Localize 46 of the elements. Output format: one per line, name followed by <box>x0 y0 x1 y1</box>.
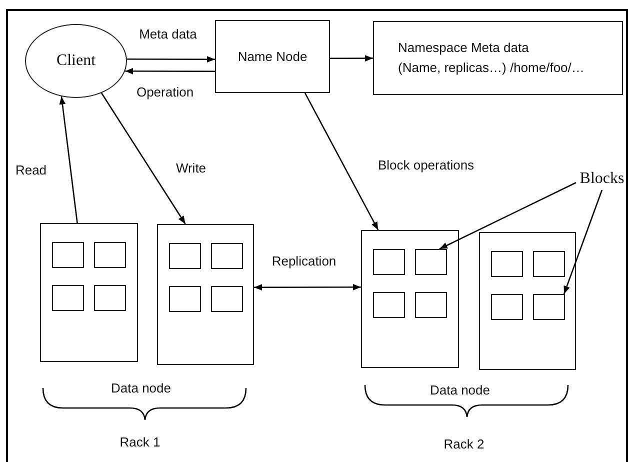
edge-label: Replication <box>270 254 338 268</box>
arrow <box>330 55 373 62</box>
block-square <box>414 292 446 318</box>
block-square <box>94 242 126 268</box>
block-square <box>168 286 200 312</box>
block-square <box>52 284 84 310</box>
arrow <box>254 284 361 291</box>
rack-label: Rack 2 <box>442 436 486 452</box>
edge-label: Block operations <box>376 158 476 172</box>
block-square <box>168 242 200 268</box>
arrow <box>100 92 186 224</box>
block-square <box>414 248 446 274</box>
data-node-server <box>40 223 138 362</box>
block-square <box>210 286 242 312</box>
block-square <box>52 242 84 268</box>
data-node-server <box>361 230 459 368</box>
data-node-server <box>157 224 254 365</box>
process-box <box>215 20 330 93</box>
block-square <box>490 250 522 276</box>
data-node-server <box>479 232 576 370</box>
edge-label: Read <box>14 162 48 178</box>
callout-text: Blocks <box>580 169 624 189</box>
arrow <box>126 56 215 63</box>
block-square <box>372 248 404 274</box>
block-square <box>532 294 564 320</box>
arrow <box>59 96 78 224</box>
group-label: Data node <box>429 382 491 398</box>
block-square <box>210 242 242 268</box>
edge-label: Operation <box>135 84 195 100</box>
block-square <box>532 250 564 276</box>
rack-label: Rack 1 <box>118 434 162 450</box>
node-label: Client <box>56 51 96 71</box>
metadata-box <box>373 21 623 95</box>
edge-label: Meta data <box>138 26 198 42</box>
group-label: Data node <box>110 380 172 396</box>
leader-line <box>439 182 576 250</box>
node-label: (Name, replicas…) /home/foo/… <box>398 60 584 76</box>
arrow <box>125 68 215 74</box>
block-square <box>94 284 126 310</box>
node-label: Namespace Meta data <box>398 40 529 56</box>
block-square <box>372 292 404 318</box>
node-label: Name Node <box>238 48 308 64</box>
arrow <box>304 92 379 230</box>
block-square <box>490 294 522 320</box>
edge-label: Write <box>174 160 208 176</box>
leader-line <box>563 190 603 294</box>
